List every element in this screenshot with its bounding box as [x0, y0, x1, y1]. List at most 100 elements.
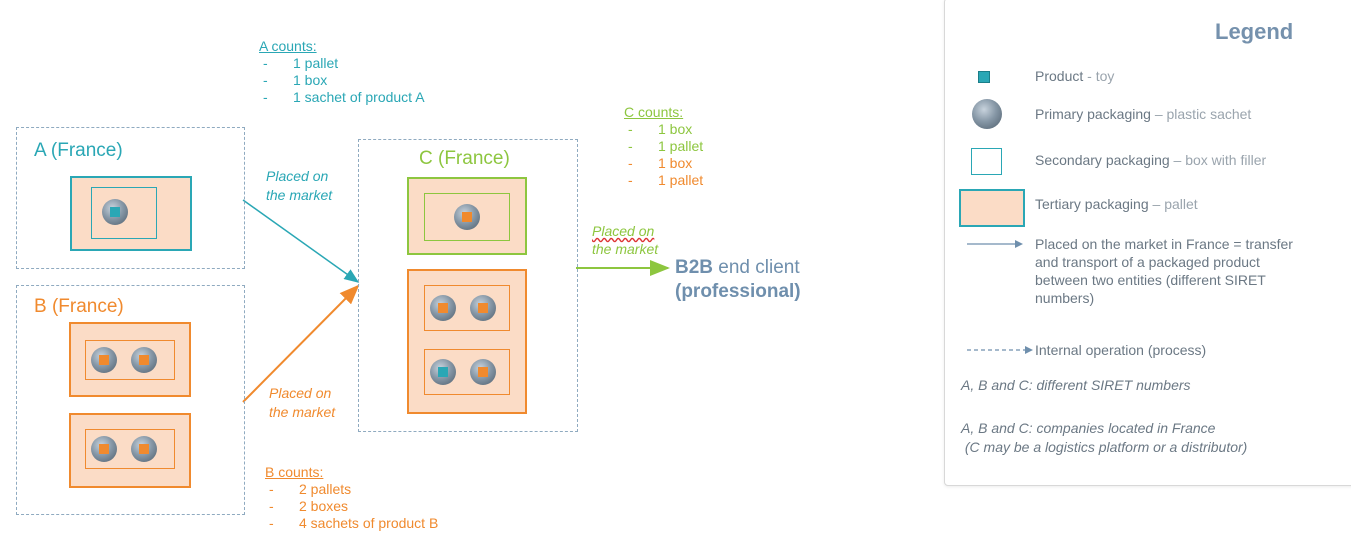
box-a — [91, 187, 157, 239]
legend-note-location: A, B and C: companies located in France … — [961, 419, 1247, 457]
legend-title: Legend — [1215, 19, 1294, 44]
box-c-2 — [424, 285, 510, 331]
teal-square-icon — [978, 71, 990, 83]
sachet-icon — [470, 295, 496, 321]
entity-c-title: C (France) — [419, 148, 510, 169]
legend-note-line: A, B and C: companies located in France — [961, 420, 1216, 436]
c-counts: C counts: 1 box 1 pallet 1 box 1 pallet — [624, 104, 703, 189]
c-count-item: 1 box — [624, 155, 703, 172]
c-count-item: 1 box — [624, 121, 703, 138]
solid-arrow-icon — [967, 240, 1023, 248]
client-b2b: B2B — [675, 257, 714, 278]
b-counts: B counts: 2 pallets 2 boxes 4 sachets of… — [265, 464, 438, 532]
a-count-item: 1 box — [259, 72, 425, 89]
sachet-icon — [454, 204, 480, 230]
legend-placed-line: numbers) — [1035, 290, 1095, 306]
legend-note-line: (C may be a logistics platform or a dist… — [961, 439, 1248, 455]
a-count-item: 1 sachet of product A — [259, 89, 425, 106]
placed-line2: the market — [592, 241, 659, 257]
box-b-1 — [85, 340, 175, 380]
pallet-b-1 — [69, 322, 191, 397]
pallet-c-1 — [407, 177, 527, 255]
b-count-item: 4 sachets of product B — [265, 515, 438, 532]
entity-c-box — [358, 139, 578, 432]
dashed-arrow-icon — [967, 346, 1033, 354]
legend-primary: Primary packaging – plastic sachet — [1035, 105, 1251, 123]
product-b-icon — [139, 444, 149, 454]
box-b-2 — [85, 429, 175, 469]
placed-line2: the market — [269, 404, 336, 420]
b-counts-heading: B counts: — [265, 464, 324, 480]
legend-secondary-sub: – box with filler — [1169, 152, 1267, 168]
entity-b-box — [16, 285, 245, 515]
pallet-a — [70, 176, 192, 251]
pallet-c-2 — [407, 269, 527, 414]
legend-internal: Internal operation (process) — [1035, 342, 1207, 358]
placed-on-market-a: Placed on the market — [266, 167, 332, 205]
c-count-item: 1 pallet — [624, 138, 703, 155]
sachet-icon — [972, 99, 1002, 129]
entity-a-title: A (France) — [34, 140, 123, 161]
b2b-client-label: B2B end client (professional) — [675, 256, 801, 304]
placed-line1: Placed on — [266, 168, 329, 184]
pallet-icon — [959, 189, 1025, 227]
sachet-icon — [430, 295, 456, 321]
product-b-icon — [438, 303, 448, 313]
legend-secondary-label: Secondary packaging — [1035, 152, 1170, 168]
sachet-icon — [131, 347, 157, 373]
placed-line2: the market — [266, 187, 333, 203]
product-b-icon — [478, 367, 488, 377]
arrow-a-to-c — [242, 199, 360, 283]
entity-a-box — [16, 127, 245, 269]
legend-tertiary: Tertiary packaging – pallet — [1035, 195, 1198, 213]
legend-note-siret: A, B and C: different SIRET numbers — [961, 377, 1191, 393]
legend-panel: Legend Product - toy Primary packaging –… — [944, 0, 1351, 486]
legend-product: Product - toy — [1035, 67, 1114, 85]
placed-on-market-b: Placed on the market — [269, 384, 335, 422]
legend-secondary: Secondary packaging – box with filler — [1035, 151, 1266, 169]
product-b-icon — [462, 212, 472, 222]
legend-product-sub: - toy — [1083, 68, 1115, 84]
box-c-3 — [424, 349, 510, 395]
legend-tertiary-sub: – pallet — [1148, 196, 1198, 212]
box-c-1 — [424, 193, 510, 241]
product-b-icon — [99, 355, 109, 365]
sachet-icon — [91, 436, 117, 462]
legend-placed: Placed on the market in France = transfe… — [1035, 235, 1293, 307]
legend-primary-sub: – plastic sachet — [1150, 106, 1252, 122]
legend-placed-line: between two entities (different SIRET — [1035, 272, 1266, 288]
sachet-icon — [430, 359, 456, 385]
sachet-icon — [102, 199, 128, 225]
product-b-icon — [478, 303, 488, 313]
product-b-icon — [99, 444, 109, 454]
a-counts: A counts: 1 pallet 1 box 1 sachet of pro… — [259, 38, 425, 106]
arrow-b-to-c — [242, 284, 360, 403]
placed-line1: Placed on — [592, 223, 655, 239]
product-b-icon — [139, 355, 149, 365]
client-line1: B2B end client — [675, 256, 801, 280]
client-line2: (professional) — [675, 281, 801, 302]
placed-on-market-c: Placed on the market — [592, 222, 658, 258]
legend-product-label: Product — [1035, 68, 1084, 84]
c-count-item: 1 pallet — [624, 172, 703, 189]
a-count-item: 1 pallet — [259, 55, 425, 72]
pallet-b-2 — [69, 413, 191, 488]
box-icon — [971, 148, 1002, 175]
b-count-item: 2 boxes — [265, 498, 438, 515]
sachet-icon — [470, 359, 496, 385]
sachet-icon — [131, 436, 157, 462]
legend-placed-line: Placed on the market in France = transfe… — [1035, 236, 1293, 252]
a-counts-heading: A counts: — [259, 38, 317, 54]
legend-placed-line: and transport of a packaged product — [1035, 254, 1260, 270]
product-a-icon — [110, 207, 120, 217]
legend-primary-label: Primary packaging — [1035, 106, 1151, 122]
sachet-icon — [91, 347, 117, 373]
entity-b-title: B (France) — [34, 296, 124, 317]
b-count-item: 2 pallets — [265, 481, 438, 498]
client-rest: end client — [713, 257, 800, 278]
product-a-icon — [438, 367, 448, 377]
c-counts-heading: C counts: — [624, 104, 684, 120]
placed-line1: Placed on — [269, 385, 332, 401]
legend-tertiary-label: Tertiary packaging — [1035, 196, 1149, 212]
